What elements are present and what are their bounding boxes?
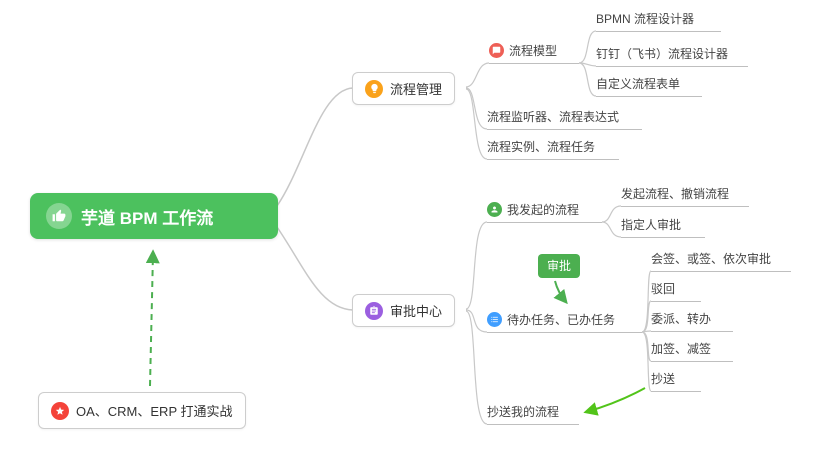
arrow-badge-to-todo — [553, 280, 568, 305]
thumbs-up-icon — [46, 203, 72, 229]
connector-todo-reject — [641, 300, 652, 333]
checklist-icon — [487, 311, 502, 327]
node-label: 抄送 — [651, 371, 676, 386]
clipboard-icon — [365, 301, 383, 320]
node-label: 加签、减签 — [651, 341, 712, 356]
node-cc-my-process[interactable]: 抄送我的流程 — [487, 403, 579, 425]
node-countersign[interactable]: 会签、或签、依次审批 — [651, 250, 791, 272]
connector-initiated-initiate — [601, 205, 622, 223]
note-oa-crm-erp[interactable]: OA、CRM、ERP 打通实战 — [38, 392, 246, 429]
chat-icon — [489, 42, 504, 58]
node-dingtalk-designer[interactable]: 钉钉（飞书）流程设计器 — [596, 45, 748, 67]
node-todo-done[interactable]: 待办任务、已办任务 — [487, 311, 642, 333]
node-label: 流程监听器、流程表达式 — [487, 109, 620, 124]
approval-badge[interactable]: 审批 — [538, 254, 581, 278]
node-label: 驳回 — [651, 281, 676, 296]
connector-todo-countersign — [641, 270, 652, 333]
node-label: 流程模型 — [509, 43, 558, 58]
arrow-note-to-root — [145, 249, 160, 387]
node-label: 流程实例、流程任务 — [487, 139, 596, 154]
connector-mgmt-instance — [465, 88, 488, 160]
connector-todo-addsign — [641, 331, 652, 362]
node-my-initiated[interactable]: 我发起的流程 — [487, 201, 602, 223]
arrow-cc-to-ccmy — [583, 387, 646, 416]
star-icon — [51, 401, 69, 420]
node-label: 审批中心 — [390, 304, 443, 319]
root-node[interactable]: 芋道 BPM 工作流 — [30, 193, 278, 239]
node-label: 会签、或签、依次审批 — [651, 251, 772, 266]
connector-initiated-assignee — [601, 221, 622, 238]
note-label: OA、CRM、ERP 打通实战 — [76, 404, 233, 419]
node-cc[interactable]: 抄送 — [651, 370, 701, 392]
node-delegate-transfer[interactable]: 委派、转办 — [651, 310, 733, 332]
root-label: 芋道 BPM 工作流 — [81, 208, 214, 228]
bulb-icon — [365, 79, 383, 98]
node-label: 自定义流程表单 — [596, 76, 681, 91]
badge-label: 审批 — [547, 259, 572, 273]
node-listener-expression[interactable]: 流程监听器、流程表达式 — [487, 108, 642, 130]
node-bpmn-designer[interactable]: BPMN 流程设计器 — [596, 10, 721, 32]
node-add-remove-sign[interactable]: 加签、减签 — [651, 340, 733, 362]
node-reject[interactable]: 驳回 — [651, 280, 701, 302]
node-label: 抄送我的流程 — [487, 404, 560, 419]
node-approval-center[interactable]: 审批中心 — [352, 294, 456, 327]
connector-model-bpmn — [578, 30, 597, 64]
node-initiate-cancel[interactable]: 发起流程、撤销流程 — [621, 185, 749, 207]
connector-mgmt-model — [465, 62, 490, 88]
node-label: 流程管理 — [390, 82, 443, 97]
connector-root-approval-center — [276, 226, 354, 311]
node-label: 我发起的流程 — [507, 202, 580, 217]
connector-model-customform — [578, 62, 597, 97]
connector-center-initiated — [465, 221, 488, 310]
node-process-mgmt[interactable]: 流程管理 — [352, 72, 456, 105]
node-label: 发起流程、撤销流程 — [621, 186, 730, 201]
connector-todo-cc — [641, 331, 652, 392]
connector-root-process-mgmt — [276, 87, 354, 207]
node-label: 钉钉（飞书）流程设计器 — [596, 46, 729, 61]
node-process-model[interactable]: 流程模型 — [489, 42, 579, 64]
connector-center-ccmy — [465, 310, 488, 425]
node-label: BPMN 流程设计器 — [596, 11, 695, 26]
node-assignee-approval[interactable]: 指定人审批 — [621, 216, 705, 238]
node-label: 指定人审批 — [621, 217, 682, 232]
node-instance-task[interactable]: 流程实例、流程任务 — [487, 138, 619, 160]
node-label: 待办任务、已办任务 — [507, 312, 616, 327]
connector-center-todo — [465, 309, 488, 333]
person-icon — [487, 201, 502, 217]
connector-mgmt-listener — [465, 87, 488, 130]
node-custom-form[interactable]: 自定义流程表单 — [596, 75, 702, 97]
node-label: 委派、转办 — [651, 311, 712, 326]
